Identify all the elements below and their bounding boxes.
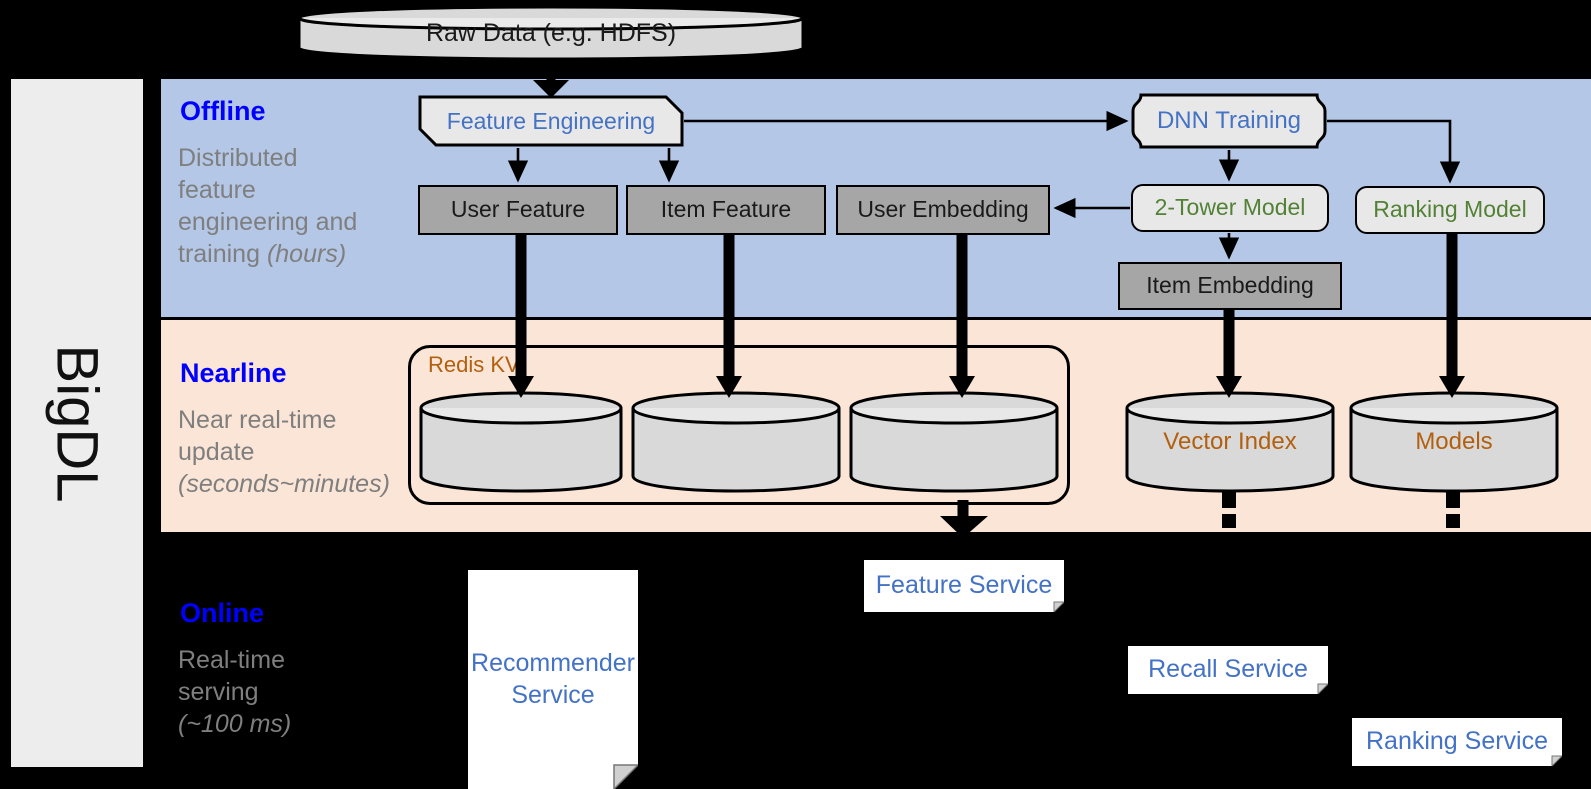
offline-subtitle: Distributed feature engineering and trai… xyxy=(178,142,398,270)
ranking-model-label: Ranking Model xyxy=(1373,196,1527,223)
nearline-title: Nearline xyxy=(180,358,287,388)
recall-service-note[interactable]: Recall Service xyxy=(1128,646,1328,694)
online-subtitle: Real-time serving (~100 ms) xyxy=(178,644,398,740)
vector-index-cylinder[interactable]: Vector Index xyxy=(1124,390,1336,494)
feature-service-note[interactable]: Feature Service xyxy=(864,560,1064,612)
models-cylinder[interactable]: Models xyxy=(1348,390,1560,494)
item-feature-label: Item Feature xyxy=(660,196,792,223)
user-feature-label: User Feature xyxy=(450,196,586,223)
recommender-service-line1: Recommender xyxy=(471,649,635,678)
offline-subtitle-l4: training xyxy=(178,240,267,268)
offline-subtitle-l1: Distributed xyxy=(178,144,298,172)
redis-store-cylinder-3[interactable] xyxy=(848,390,1060,494)
nearline-subtitle-l2: update xyxy=(178,438,255,466)
nearline-subtitle-emphasis: (seconds~minutes) xyxy=(178,470,390,498)
dnn-training-node[interactable]: DNN Training xyxy=(1131,93,1327,149)
online-subtitle-emphasis: (~100 ms) xyxy=(178,710,292,738)
redis-store-2-label xyxy=(630,390,842,494)
user-feature-store[interactable]: User Feature xyxy=(418,185,618,235)
redis-store-3-label xyxy=(848,390,1060,494)
item-feature-store[interactable]: Item Feature xyxy=(626,185,826,235)
ranking-model-node[interactable]: Ranking Model xyxy=(1355,186,1545,234)
vector-index-label: Vector Index xyxy=(1163,428,1297,455)
redis-kv-container xyxy=(408,345,1070,505)
two-tower-model-label: 2-Tower Model xyxy=(1154,194,1306,221)
redis-store-cylinder-1[interactable] xyxy=(418,390,624,494)
nearline-subtitle: Near real-time update (seconds~minutes) xyxy=(178,404,418,500)
ranking-service-note[interactable]: Ranking Service xyxy=(1352,718,1562,766)
redis-kv-label: Redis KV xyxy=(428,352,520,377)
user-embedding-label: User Embedding xyxy=(857,196,1029,223)
online-subtitle-l2: serving xyxy=(178,678,259,706)
offline-subtitle-l3: engineering and xyxy=(178,208,358,236)
offline-subtitle-emphasis: (hours) xyxy=(266,240,347,268)
ranking-service-label: Ranking Service xyxy=(1365,727,1549,756)
recommender-service-line2: Service xyxy=(511,680,595,709)
bigdl-platform-sidebar: BigDL xyxy=(8,76,146,770)
two-tower-model-node[interactable]: 2-Tower Model xyxy=(1131,184,1329,232)
online-title: Online xyxy=(180,598,265,628)
user-embedding-store[interactable]: User Embedding xyxy=(836,185,1050,235)
item-embedding-label: Item Embedding xyxy=(1146,272,1314,299)
recommender-service-label: Recommender Service xyxy=(468,570,638,789)
recall-service-label: Recall Service xyxy=(1148,655,1308,684)
feature-service-label: Feature Service xyxy=(875,571,1053,600)
raw-data-cylinder: Raw Data (e.g. HDFS) xyxy=(296,4,806,62)
item-embedding-store[interactable]: Item Embedding xyxy=(1118,262,1342,310)
redis-store-1-label xyxy=(418,390,624,494)
dnn-training-label: DNN Training xyxy=(1156,107,1302,134)
recommender-service-note[interactable]: Recommender Service xyxy=(468,570,638,789)
nearline-subtitle-l1: Near real-time xyxy=(178,406,337,434)
online-subtitle-l1: Real-time xyxy=(178,646,285,674)
bigdl-label: BigDL xyxy=(44,344,110,502)
offline-subtitle-l2: feature xyxy=(178,176,256,204)
models-label: Models xyxy=(1415,428,1493,455)
feature-engineering-label: Feature Engineering xyxy=(446,107,656,134)
redis-store-cylinder-2[interactable] xyxy=(630,390,842,494)
raw-data-label: Raw Data (e.g. HDFS) xyxy=(425,18,677,47)
offline-title: Offline xyxy=(180,96,266,126)
feature-engineering-node[interactable]: Feature Engineering xyxy=(418,95,684,147)
